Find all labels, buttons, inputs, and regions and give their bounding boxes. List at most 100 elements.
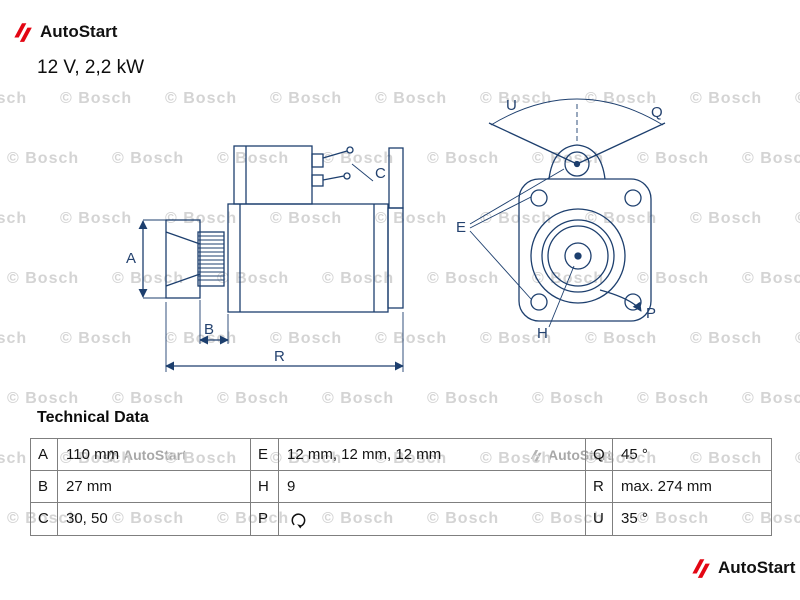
technical-data-table: A 110 mm E 12 mm, 12 mm, 12 mm Q 45 ° B … xyxy=(30,438,772,536)
table-key-R: R xyxy=(586,471,613,503)
bosch-watermark: © Bosch xyxy=(375,450,448,467)
bosch-watermark: © Bosch xyxy=(585,210,658,227)
table-key-A: A xyxy=(31,439,58,471)
bosch-watermark: © Bosch xyxy=(7,390,80,407)
bosch-watermark: © Bosch xyxy=(322,390,395,407)
autostart-logo-text: AutoStart xyxy=(40,22,118,41)
table-key-P: P xyxy=(251,503,279,535)
bosch-watermark: © Bosch xyxy=(795,210,800,228)
bosch-watermark: © Bosch xyxy=(480,90,553,107)
bosch-watermark: © Bosch xyxy=(165,450,238,467)
bosch-watermark: © Bosch xyxy=(690,450,763,467)
bosch-watermark: © Bosch xyxy=(427,150,500,167)
label-B: B xyxy=(204,321,214,338)
side-view xyxy=(138,145,404,372)
bosch-watermark: © Bosch xyxy=(795,450,800,468)
bosch-watermark: © Bosch xyxy=(795,330,800,348)
bosch-watermark: © Bosch xyxy=(165,90,238,107)
label-P: P xyxy=(646,305,656,322)
label-A: A xyxy=(126,250,136,267)
bosch-watermark: © Bosch xyxy=(480,450,553,467)
bosch-watermark: © Bosch xyxy=(0,210,28,227)
table-value-B: 27 mm xyxy=(58,471,251,503)
bosch-watermark: © Bosch xyxy=(112,150,185,167)
bosch-watermark: © Bosch xyxy=(480,330,553,347)
bosch-watermark: © Bosch xyxy=(585,330,658,347)
bosch-watermark: © Bosch xyxy=(585,450,658,467)
rotation-direction-icon xyxy=(291,513,306,529)
dimension-labels: A B C E H P Q R U xyxy=(126,97,663,365)
autostart-watermark: AutoStart xyxy=(528,447,612,463)
bosch-watermark: © Bosch xyxy=(322,270,395,287)
autostart-logo-icon xyxy=(14,23,32,42)
autostart-watermark: AutoStart xyxy=(103,447,187,463)
table-key-E: E xyxy=(251,439,279,471)
table-value-Q: 45 ° xyxy=(613,439,771,471)
table-value-E: 12 mm, 12 mm, 12 mm xyxy=(279,439,586,471)
table-value-H: 9 xyxy=(279,471,586,503)
bosch-watermark: © Bosch xyxy=(690,330,763,347)
table-key-C: C xyxy=(31,503,58,535)
table-key-Q: Q xyxy=(586,439,613,471)
bosch-watermark: © Bosch xyxy=(742,150,800,167)
bosch-watermark: © Bosch xyxy=(742,270,800,287)
autostart-watermark-text: AutoStart xyxy=(123,447,187,463)
bosch-watermark: © Bosch xyxy=(60,450,133,467)
autostart-logo-icon xyxy=(530,449,542,462)
bosch-watermark: © Bosch xyxy=(270,330,343,347)
bosch-watermark: © Bosch xyxy=(112,510,185,527)
bosch-watermark: © Bosch xyxy=(427,390,500,407)
bosch-watermark: © Bosch xyxy=(217,270,290,287)
label-Q: Q xyxy=(651,104,663,121)
autostart-watermark-text: AutoStart xyxy=(548,447,612,463)
bosch-watermark: © Bosch xyxy=(637,270,710,287)
autostart-logo-icon xyxy=(692,559,710,578)
pinion-hatch xyxy=(198,235,224,281)
bosch-watermark: © Bosch xyxy=(217,390,290,407)
bosch-watermark: © Bosch xyxy=(7,270,80,287)
bosch-watermark: © Bosch xyxy=(375,330,448,347)
bosch-watermark: © Bosch xyxy=(0,330,28,347)
bosch-watermark: © Bosch xyxy=(112,390,185,407)
label-H: H xyxy=(537,325,548,342)
table-value-R: max. 274 mm xyxy=(613,471,771,503)
bosch-watermark: © Bosch xyxy=(427,270,500,287)
bosch-watermark: © Bosch xyxy=(7,510,80,527)
voltage-power-spec: 12 V, 2,2 kW xyxy=(37,57,145,78)
bosch-watermark: © Bosch xyxy=(690,210,763,227)
bosch-watermark: © Bosch xyxy=(217,510,290,527)
bosch-watermark: © Bosch xyxy=(322,510,395,527)
front-view xyxy=(469,98,666,328)
bosch-watermark: © Bosch xyxy=(637,510,710,527)
bosch-watermark: © Bosch xyxy=(375,90,448,107)
table-value-P xyxy=(279,503,586,535)
bosch-watermark: © Bosch xyxy=(0,90,28,107)
table-value-U: 35 ° xyxy=(621,510,648,527)
table-value-C: 30, 50 xyxy=(58,503,251,535)
autostart-logo-icon xyxy=(105,449,117,462)
bosch-watermark: © Bosch xyxy=(60,90,133,107)
bosch-watermark: © Bosch xyxy=(637,390,710,407)
table-key-H: H xyxy=(251,471,279,503)
bosch-watermark: © Bosch xyxy=(7,150,80,167)
bosch-watermark: © Bosch xyxy=(60,210,133,227)
technical-data-title: Technical Data xyxy=(37,409,149,426)
autostart-logo: AutoStart xyxy=(688,556,795,580)
bosch-watermark: © Bosch xyxy=(322,150,395,167)
autostart-logo-text: AutoStart xyxy=(718,558,796,577)
autostart-logo: AutoStart xyxy=(10,20,117,44)
label-U: U xyxy=(506,97,517,114)
bosch-watermark: © Bosch xyxy=(0,450,28,467)
table-value-A: 110 mm xyxy=(58,439,251,471)
bosch-watermark: © Bosch xyxy=(60,330,133,347)
label-C: C xyxy=(375,165,386,182)
bosch-watermark: © Bosch xyxy=(270,90,343,107)
label-E: E xyxy=(456,219,466,236)
bosch-watermark: © Bosch xyxy=(637,150,710,167)
bosch-watermark: © Bosch xyxy=(532,390,605,407)
label-R: R xyxy=(274,348,285,365)
bosch-watermark: © Bosch xyxy=(532,270,605,287)
